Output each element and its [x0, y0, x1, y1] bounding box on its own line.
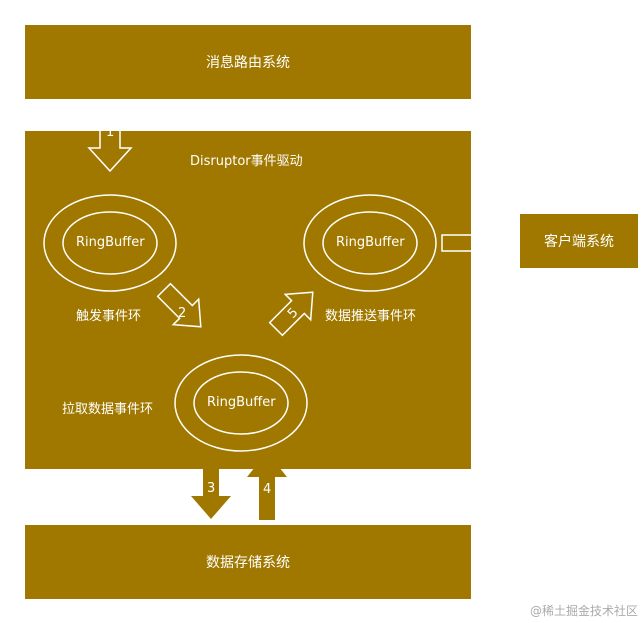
message-routing-system-label: 消息路由系统	[206, 55, 290, 71]
data-storage-system-box: 数据存储系统	[25, 525, 471, 599]
push-ring-inner	[322, 211, 418, 275]
disruptor-title: Disruptor事件驱动	[190, 154, 303, 169]
arrow-2-number: 2	[178, 306, 187, 321]
trigger-ring-inner	[62, 211, 158, 275]
pull-ring-outer	[174, 354, 308, 452]
push-ringbuffer-label: RingBuffer	[336, 235, 405, 250]
pull-ringbuffer-label: RingBuffer	[207, 395, 276, 410]
arrow-1-number: 1	[106, 125, 115, 140]
arrow-3-shape	[191, 454, 231, 519]
arrow-4-shape	[247, 452, 287, 520]
arrow-4-number: 4	[263, 482, 272, 497]
pull-loop-label: 拉取数据事件环	[62, 402, 154, 417]
arrow-6-shape	[268, 291, 314, 337]
trigger-loop-label: 触发事件环	[76, 309, 142, 324]
arrow-1-shape	[87, 103, 133, 173]
arrow-2-shape	[156, 282, 202, 328]
trigger-ringbuffer-label: RingBuffer	[76, 235, 145, 250]
pull-ring-inner	[193, 371, 289, 435]
push-loop-label: 数据推送事件环	[325, 309, 417, 324]
arrow-5-shape	[441, 221, 513, 265]
client-system-label: 客户端系统	[544, 234, 614, 250]
client-system-box: 客户端系统	[520, 214, 638, 268]
data-storage-system-label: 数据存储系统	[206, 555, 290, 571]
trigger-ring-outer	[43, 194, 177, 292]
disruptor-container	[25, 131, 471, 469]
arrow-5-number: 5	[471, 234, 480, 249]
push-ring-outer	[303, 194, 437, 292]
message-routing-system-box: 消息路由系统	[25, 25, 471, 99]
watermark: @稀土掘金技术社区	[529, 604, 638, 618]
arrow-3-number: 3	[207, 481, 216, 496]
